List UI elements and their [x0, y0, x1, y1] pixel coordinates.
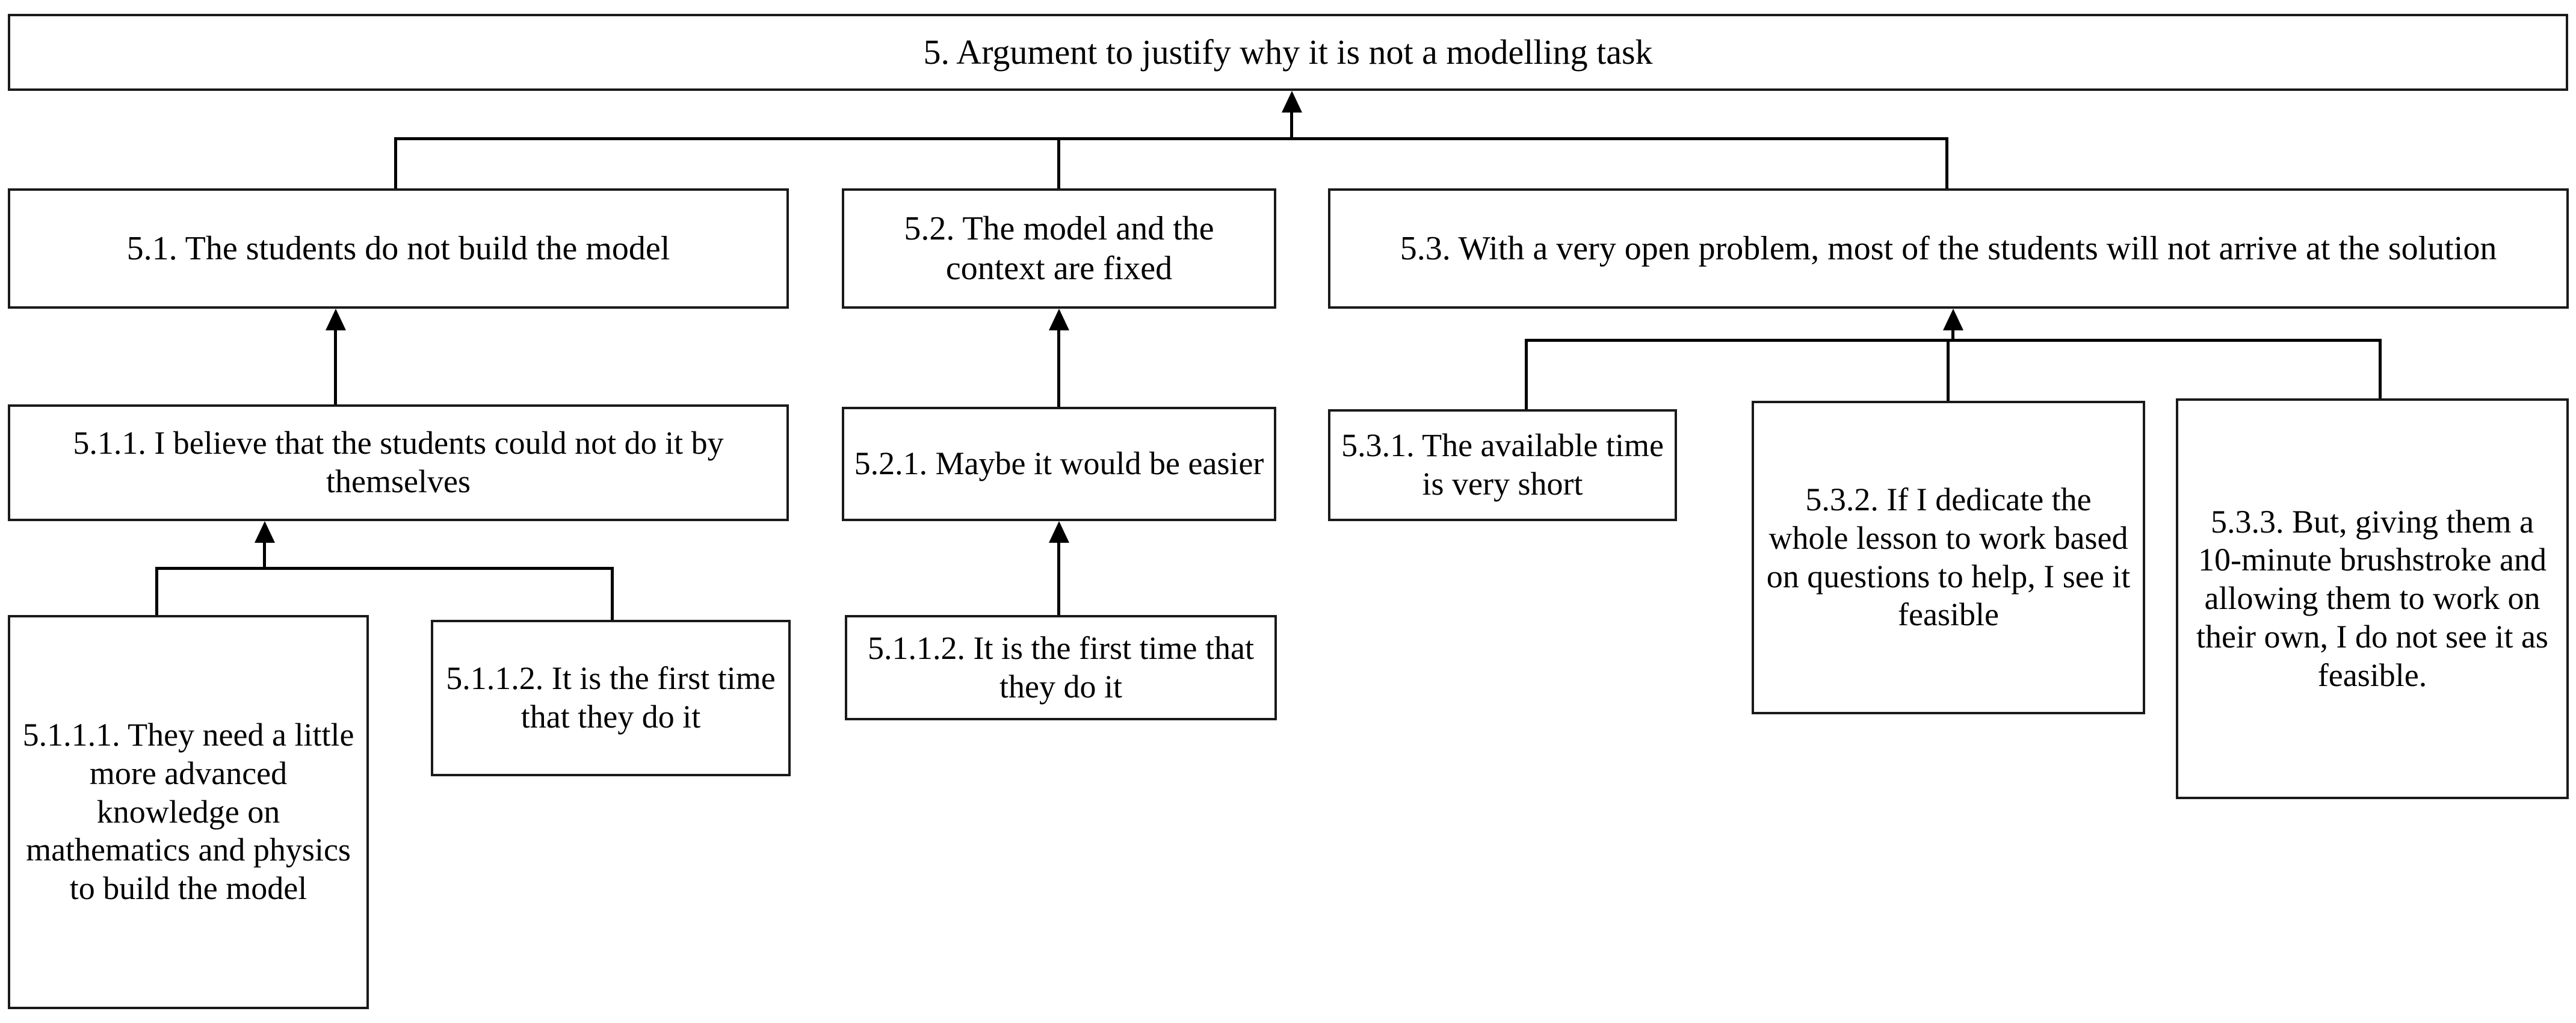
- connector-bus-5-1-1: [155, 567, 614, 570]
- arrowhead-to-root: [1282, 91, 1302, 113]
- node-5-1-1-2-b-label: 5.1.1.2. It is the first time that they …: [868, 629, 1254, 705]
- connector-drop-5-1-1-1: [155, 567, 158, 617]
- node-5-2-label: 5.2. The model and the context are fixed: [904, 209, 1214, 287]
- node-5-3-1[interactable]: 5.3.1. The available time is very short: [1328, 409, 1677, 521]
- node-5-3-3[interactable]: 5.3.3. But, giving them a 10-minute brus…: [2176, 398, 2569, 799]
- arrowhead-to-5-1-1: [255, 521, 275, 543]
- node-5-2-1[interactable]: 5.2.1. Maybe it would be easier: [842, 407, 1276, 521]
- node-5-root[interactable]: 5. Argument to justify why it is not a m…: [8, 14, 2568, 91]
- arrowhead-to-5-2: [1049, 309, 1069, 330]
- node-5-3-3-label: 5.3.3. But, giving them a 10-minute brus…: [2196, 503, 2548, 693]
- node-5-label: 5. Argument to justify why it is not a m…: [923, 32, 1653, 72]
- arrowhead-to-5-3: [1943, 309, 1963, 330]
- connector-drop-5-3-2: [1947, 339, 1950, 403]
- connector-stem-5-1-1-children: [263, 540, 266, 569]
- node-5-1-1[interactable]: 5.1.1. I believe that the students could…: [8, 404, 789, 521]
- connector-drop-5-3-1: [1525, 339, 1528, 411]
- connector-drop-5-3-3: [2379, 339, 2382, 400]
- node-5-1-1-1-label: 5.1.1.1. They need a little more advance…: [22, 717, 354, 907]
- node-5-3-1-label: 5.3.1. The available time is very short: [1341, 427, 1664, 502]
- node-5-1[interactable]: 5.1. The students do not build the model: [8, 188, 789, 309]
- connector-stem-root: [1290, 96, 1293, 138]
- connector-drop-5-2: [1057, 137, 1060, 190]
- node-5-2-1-label: 5.2.1. Maybe it would be easier: [854, 445, 1264, 482]
- connector-stem-5-1-1-2-b: [1057, 542, 1060, 617]
- node-5-1-1-label: 5.1.1. I believe that the students could…: [73, 425, 724, 499]
- node-5-3-2-label: 5.3.2. If I dedicate the whole lesson to…: [1766, 481, 2131, 633]
- connector-drop-5-1-1-2-a: [611, 567, 614, 622]
- node-5-3-2[interactable]: 5.3.2. If I dedicate the whole lesson to…: [1752, 401, 2145, 714]
- node-5-1-label: 5.1. The students do not build the model: [126, 229, 670, 267]
- arrowhead-to-5-1: [326, 309, 346, 330]
- connector-stem-5-3: [1951, 328, 1954, 341]
- connector-stem-5-1-1: [334, 328, 337, 406]
- node-5-1-1-2-b[interactable]: 5.1.1.2. It is the first time that they …: [845, 615, 1277, 720]
- arrowhead-to-5-2-1: [1049, 521, 1069, 543]
- node-5-1-1-2-a-label: 5.1.1.2. It is the first time that they …: [446, 660, 776, 735]
- node-5-1-1-2-a[interactable]: 5.1.1.2. It is the first time that they …: [431, 620, 791, 776]
- connector-drop-5-1: [394, 137, 397, 190]
- connector-drop-5-3: [1945, 137, 1948, 190]
- connector-bus-root: [394, 137, 1948, 140]
- node-5-1-1-1[interactable]: 5.1.1.1. They need a little more advance…: [8, 615, 369, 1009]
- node-5-3-label: 5.3. With a very open problem, most of t…: [1400, 229, 2497, 267]
- connector-stem-5-2-1: [1057, 328, 1060, 407]
- node-5-2[interactable]: 5.2. The model and the context are fixed: [842, 188, 1276, 309]
- node-5-3[interactable]: 5.3. With a very open problem, most of t…: [1328, 188, 2569, 309]
